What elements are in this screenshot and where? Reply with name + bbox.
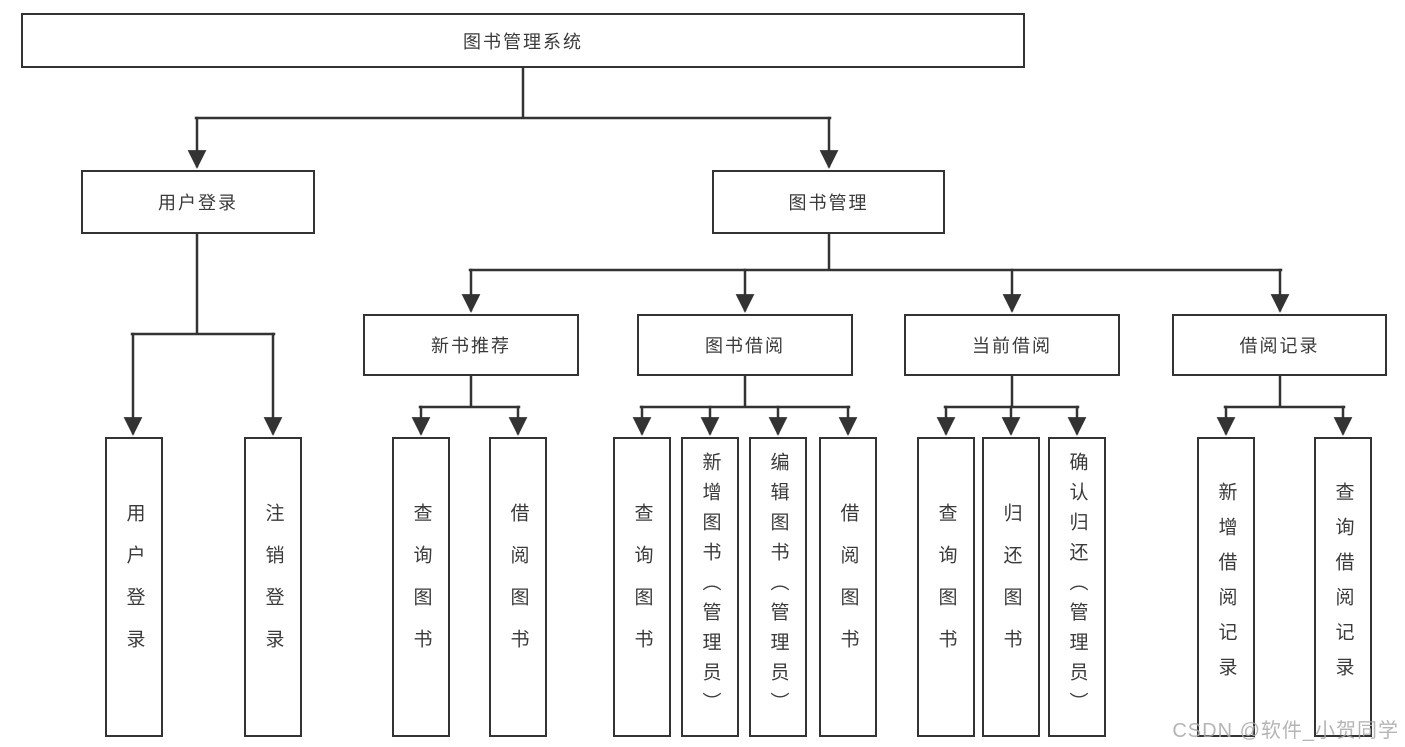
node-label: 用户登录 (158, 193, 238, 213)
node-label: 借阅记录 (1239, 336, 1320, 356)
leaf-label: 确认归还（管理员） (1066, 452, 1088, 722)
leaf-label: 借阅图书 (837, 503, 859, 671)
node-borrowing-records: 借阅记录 (1172, 314, 1387, 376)
node-book-borrowing: 图书借阅 (637, 314, 853, 376)
node-library-management-system: 图书管理系统 (21, 13, 1025, 68)
leaf-borrow-books-recommend: 借阅图书 (489, 437, 547, 737)
leaf-edit-books-admin: 编辑图书（管理员） (749, 437, 807, 737)
leaf-query-books-borrowing: 查询图书 (613, 437, 671, 737)
node-book-management: 图书管理 (712, 170, 945, 234)
leaf-label: 用户登录 (123, 503, 145, 671)
leaf-label: 归还图书 (1000, 503, 1022, 671)
leaf-borrow-books-borrowing: 借阅图书 (819, 437, 877, 737)
leaf-label: 查询图书 (935, 503, 957, 671)
leaf-query-books-current: 查询图书 (917, 437, 975, 737)
leaf-add-borrow-record: 新增借阅记录 (1197, 437, 1255, 737)
node-label: 当前借阅 (972, 336, 1052, 356)
leaf-confirm-return-admin: 确认归还（管理员） (1048, 437, 1106, 737)
leaf-label: 借阅图书 (507, 503, 529, 671)
leaf-label: 查询图书 (410, 503, 432, 671)
csdn-watermark: CSDN @软件_小贺同学 (1172, 720, 1399, 742)
node-label: 图书借阅 (705, 336, 785, 356)
leaf-label: 新增图书（管理员） (699, 452, 721, 722)
leaf-query-books-recommend: 查询图书 (392, 437, 450, 737)
leaf-add-books-admin: 新增图书（管理员） (681, 437, 739, 737)
leaf-label: 查询图书 (631, 503, 653, 671)
leaf-query-borrow-record: 查询借阅记录 (1314, 437, 1372, 737)
node-user-login: 用户登录 (81, 170, 315, 234)
leaf-label: 新增借阅记录 (1215, 482, 1237, 692)
leaf-return-books: 归还图书 (982, 437, 1040, 737)
leaf-label: 注销登录 (262, 503, 284, 671)
leaf-logout: 注销登录 (244, 437, 302, 737)
leaf-user-login: 用户登录 (105, 437, 163, 737)
node-label: 图书管理 (788, 193, 869, 213)
leaf-label: 查询借阅记录 (1332, 482, 1354, 692)
node-current-borrowing: 当前借阅 (904, 314, 1120, 376)
node-label: 图书管理系统 (463, 31, 583, 52)
node-new-book-recommendation: 新书推荐 (363, 314, 579, 376)
leaf-label: 编辑图书（管理员） (767, 452, 789, 722)
node-label: 新书推荐 (431, 336, 511, 356)
